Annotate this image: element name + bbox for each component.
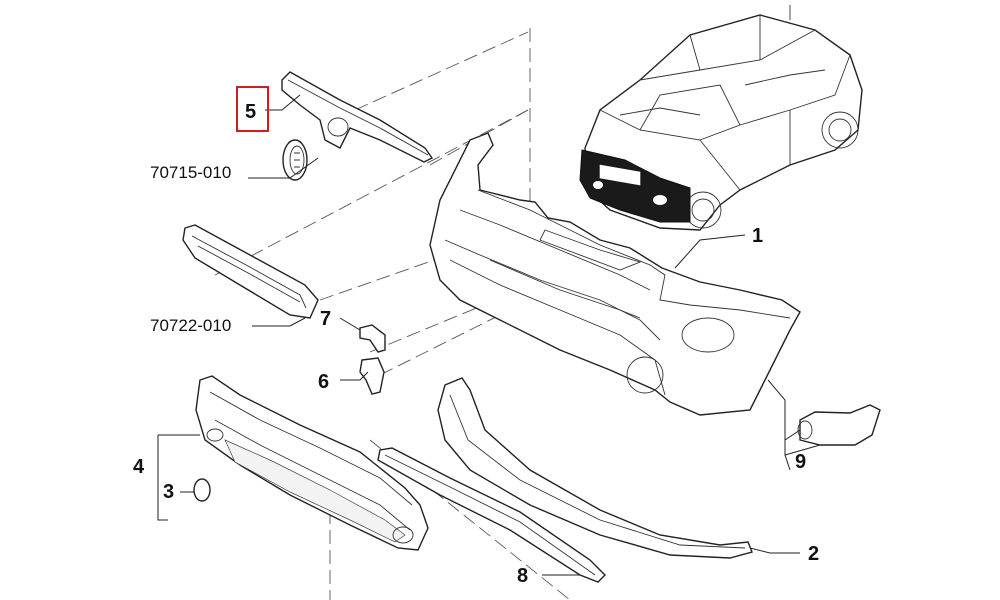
label-7: 7 bbox=[320, 308, 331, 330]
leader-lines bbox=[157, 94, 821, 576]
label-4: 4 bbox=[133, 456, 145, 478]
part-bracket-6 bbox=[359, 357, 385, 395]
part-side-vent bbox=[797, 404, 881, 446]
label-70715-010: 70715-010 bbox=[150, 163, 231, 182]
part-lower-bumper bbox=[195, 375, 429, 551]
part-cap-3 bbox=[193, 478, 211, 502]
label-3: 3 bbox=[163, 481, 174, 503]
part-upper-grille-trim bbox=[281, 71, 434, 163]
dashed-guides bbox=[214, 28, 571, 600]
part-strip bbox=[377, 447, 606, 583]
part-spoiler bbox=[437, 377, 753, 559]
car-illustration bbox=[579, 5, 863, 231]
label-6: 6 bbox=[318, 371, 329, 393]
part-lower-grille bbox=[182, 224, 319, 319]
label-9: 9 bbox=[795, 451, 806, 473]
label-5: 5 bbox=[245, 101, 256, 123]
part-front-bumper bbox=[429, 132, 801, 416]
highlight-box bbox=[236, 86, 269, 132]
label-70722-010: 70722-010 bbox=[150, 316, 231, 335]
label-1: 1 bbox=[752, 225, 763, 247]
label-2: 2 bbox=[808, 543, 819, 565]
label-8: 8 bbox=[517, 565, 528, 587]
part-bracket-7 bbox=[359, 324, 386, 353]
